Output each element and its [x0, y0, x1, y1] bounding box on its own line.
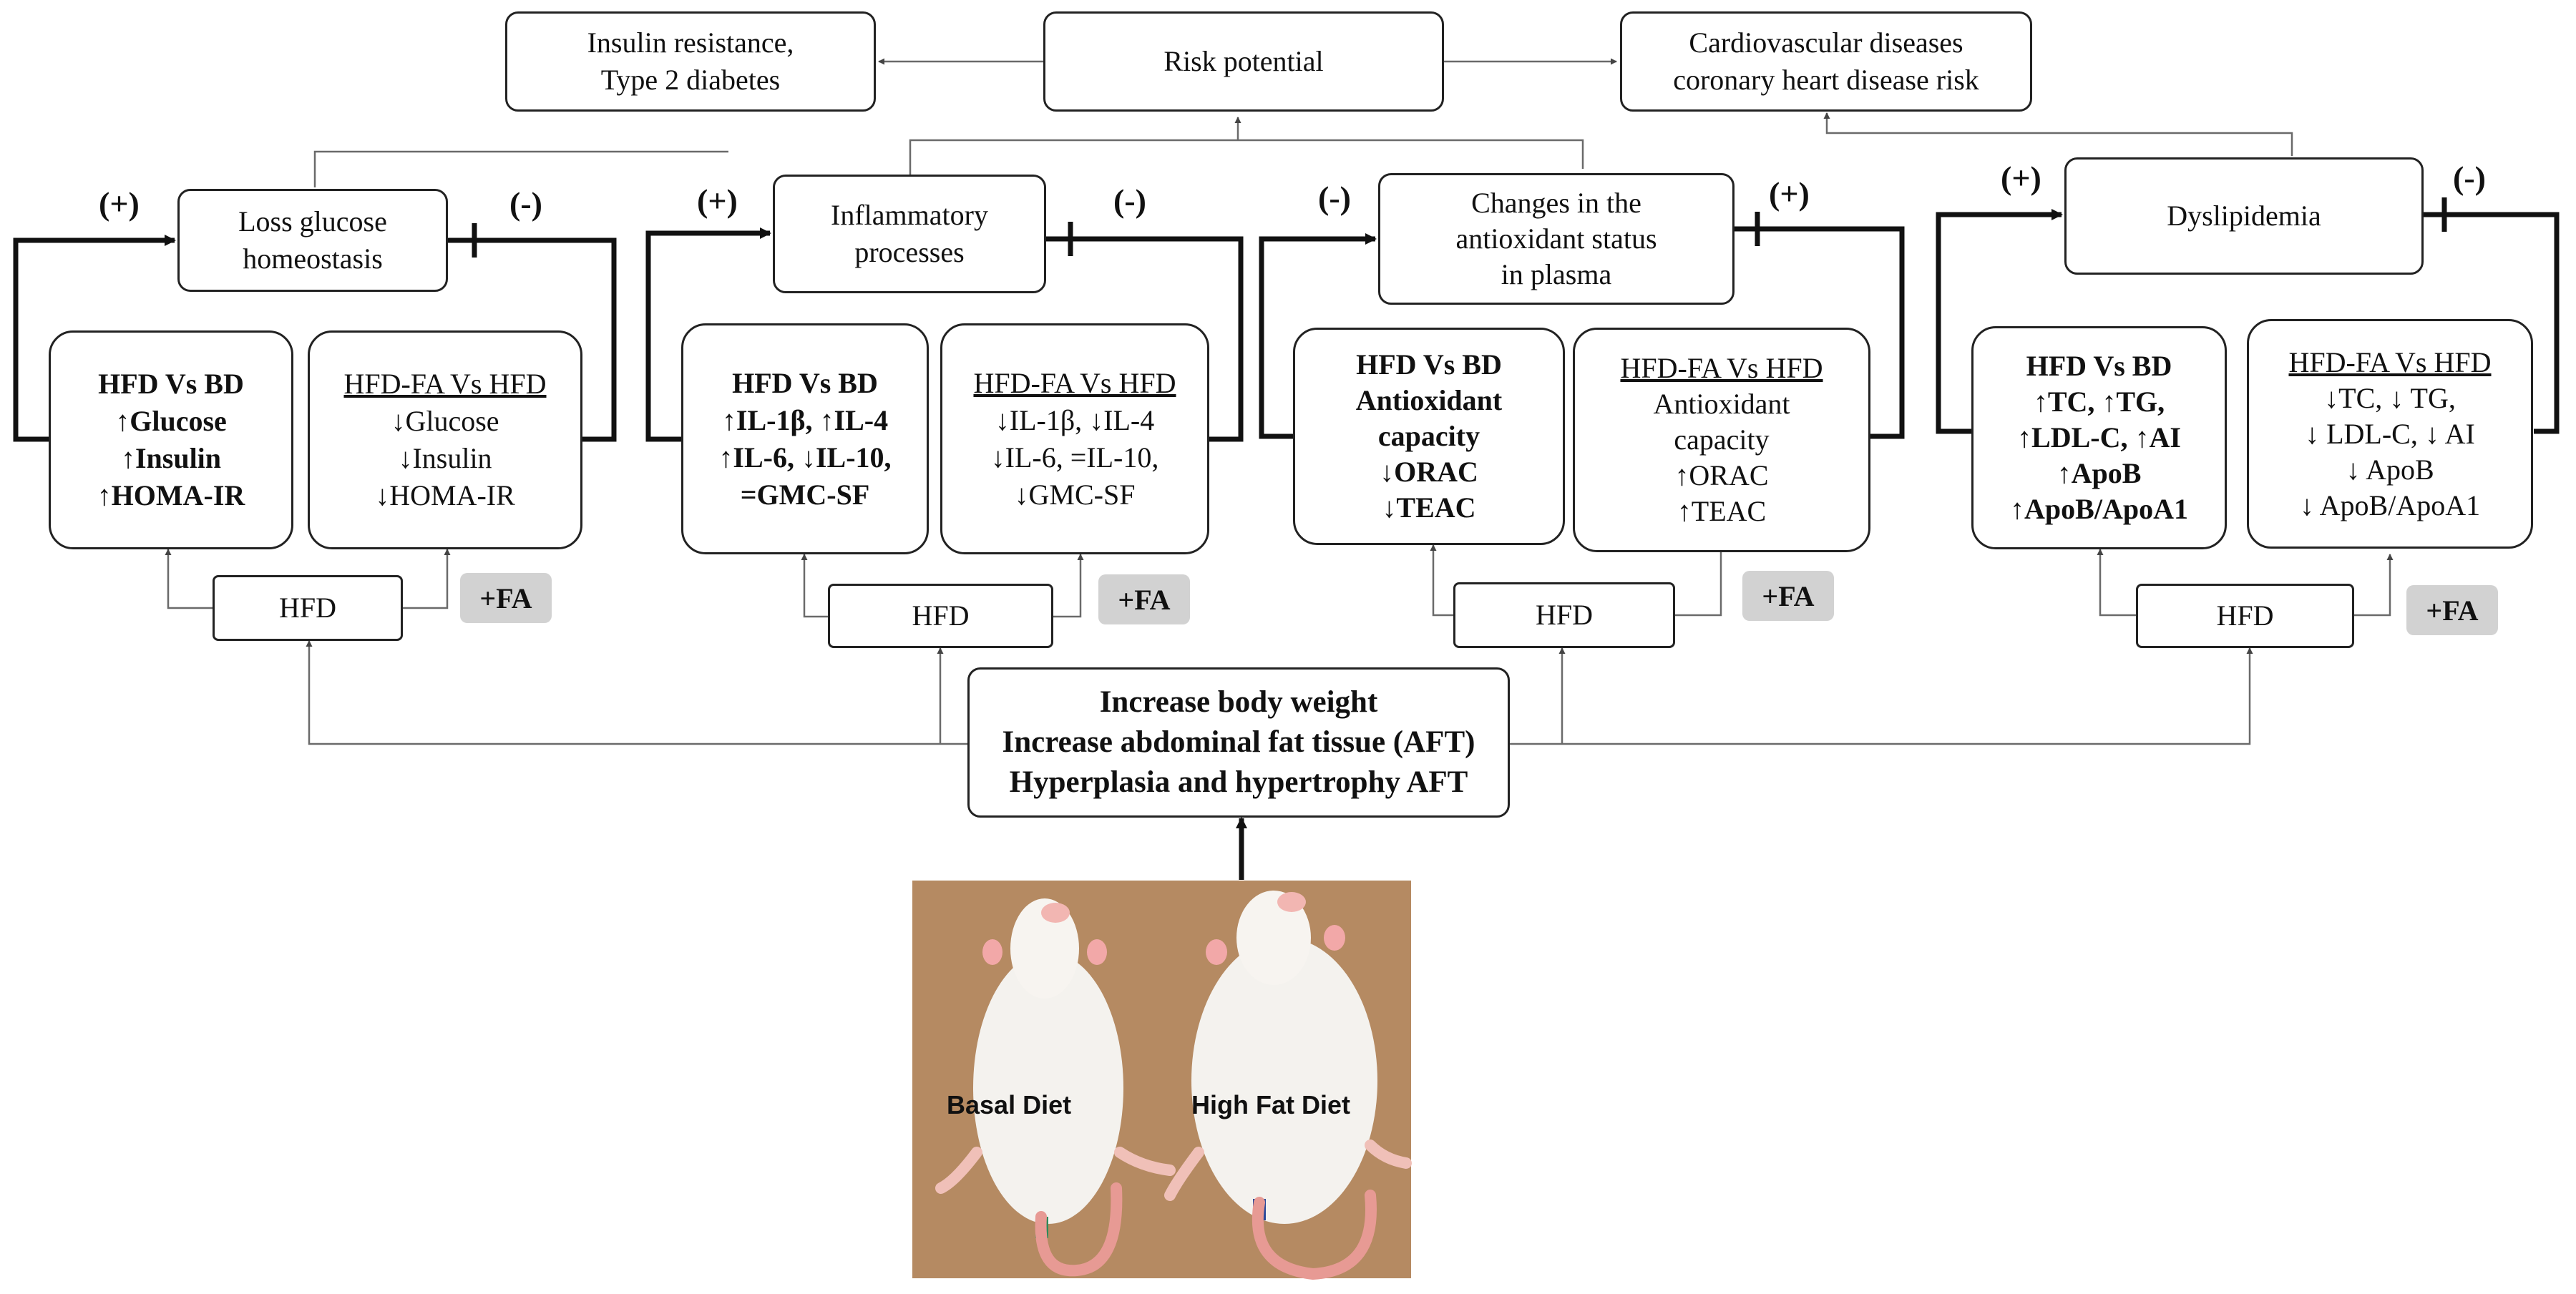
panel-2-title-line-1: Inflammatory: [831, 199, 988, 231]
risk-connectors: [313, 58, 2293, 187]
panel-3-title-line-3: in plasma: [1501, 258, 1612, 290]
panel-4-title-line-1: Dyslipidemia: [2167, 200, 2321, 232]
panel-3-hfd-vs-bd-line-1: Antioxidant: [1355, 384, 1503, 416]
panel-1-fa-vs-hfd-line-2: ↓Insulin: [398, 442, 492, 474]
risk-right-line-2: coronary heart disease risk: [1673, 64, 1979, 96]
panel-1-hfd-vs-bd-box: HFD Vs BD ↑Glucose ↑Insulin ↑HOMA-IR: [49, 330, 293, 549]
panel-3-title-box: Changes in the antioxidant status in pla…: [1378, 173, 1735, 305]
panel-4-fa-badge: +FA: [2406, 585, 2498, 635]
panel-4-title-box: Dyslipidemia: [2064, 157, 2424, 275]
feedback-loops: [13, 197, 2560, 442]
panel-4-hfd-vs-bd-line-3: ↑ApoB: [2057, 457, 2142, 489]
central-connectors: [306, 640, 2253, 745]
rat-photo: Basal Diet High Fat Diet: [912, 881, 1411, 1278]
panel-4-fa-vs-hfd-line-3: ↓ ApoB: [2346, 453, 2434, 486]
panel-1-fa-vs-hfd-line-1: ↓Glucose: [391, 405, 499, 437]
panel-4-hfd-vs-bd-line-2: ↑LDL-C, ↑AI: [2017, 421, 2181, 454]
panel-4-hfd-vs-bd-line-4: ↑ApoB/ApoA1: [2010, 493, 2188, 525]
panel-2-fa-vs-hfd-line-2: ↓IL-6, =IL-10,: [990, 441, 1159, 474]
panel-2-fa-vs-hfd-line-3: ↓GMC-SF: [1014, 478, 1136, 511]
panel-3-hfd-vs-bd-line-4: ↓TEAC: [1382, 491, 1476, 524]
risk-left-line-2: Type 2 diabetes: [600, 64, 781, 96]
panel-1-title-line-2: homeostasis: [243, 242, 383, 275]
panel-1-fa-vs-hfd-header: HFD-FA Vs HFD: [343, 368, 547, 400]
central-line-2: Increase abdominal fat tissue (AFT): [1002, 725, 1475, 760]
central-effects-box: Increase body weight Increase abdominal …: [967, 667, 1510, 818]
panel-3-fa-vs-hfd-line-1: Antioxidant: [1653, 388, 1790, 420]
panel-4-fa-vs-hfd-line-1: ↓TC, ↓ TG,: [2324, 381, 2456, 414]
panel-4-hfd-box: HFD: [2136, 584, 2354, 648]
panel-3-fa-vs-hfd-line-4: ↑TEAC: [1677, 495, 1767, 527]
panel-2-hfd-vs-bd-header: HFD Vs BD: [732, 366, 878, 399]
panel-4-fa-vs-hfd-line-2: ↓ LDL-C, ↓ AI: [2305, 417, 2475, 450]
panel-4-fa-vs-hfd-header: HFD-FA Vs HFD: [2288, 345, 2492, 378]
risk-center-label: Risk potential: [1163, 45, 1324, 77]
panel-1-right-sign: (-): [509, 185, 542, 222]
panel-3-hfd-vs-bd-box: HFD Vs BD Antioxidant capacity ↓ORAC ↓TE…: [1293, 328, 1565, 545]
panel-2-fa-vs-hfd-line-1: ↓IL-1β, ↓IL-4: [995, 403, 1155, 436]
panel-3-hfd-vs-bd-header: HFD Vs BD: [1356, 348, 1502, 381]
risk-right-box: Cardiovascular diseases coronary heart d…: [1620, 11, 2032, 112]
panel-4-hfd-label: HFD: [2216, 599, 2274, 632]
panel-2-hfd-vs-bd-box: HFD Vs BD ↑IL-1β, ↑IL-4 ↑IL-6, ↓IL-10, =…: [681, 323, 929, 554]
panel-1-hfd-vs-bd-line-2: ↑Insulin: [120, 442, 222, 474]
panel-3-fa-vs-hfd-box: HFD-FA Vs HFD Antioxidant capacity ↑ORAC…: [1573, 328, 1870, 552]
central-line-3: Hyperplasia and hypertrophy AFT: [1009, 765, 1468, 799]
panel-2-hfd-box: HFD: [828, 584, 1053, 648]
panel-3-fa-vs-hfd-line-3: ↑ORAC: [1674, 459, 1769, 491]
photo-label-basal-diet: Basal Diet: [947, 1090, 1072, 1119]
panel-1-title-line-1: Loss glucose: [238, 205, 387, 237]
panel-1-left-sign: (+): [99, 185, 140, 222]
panel-2-hfd-vs-bd-line-2: ↑IL-6, ↓IL-10,: [718, 441, 892, 474]
panel-2-fa-vs-hfd-header: HFD-FA Vs HFD: [973, 366, 1176, 399]
panel-2-hfd-label: HFD: [912, 599, 970, 632]
panel-4-right-sign: (-): [2453, 160, 2486, 196]
panel-1-fa-vs-hfd-line-3: ↓HOMA-IR: [375, 479, 515, 511]
panel-4-fa-vs-hfd-line-4: ↓ ApoB/ApoA1: [2299, 489, 2481, 521]
panel-3-hfd-label: HFD: [1535, 599, 1594, 631]
central-line-1: Increase body weight: [1099, 685, 1378, 720]
panel-1-hfd-vs-bd-header: HFD Vs BD: [98, 368, 244, 400]
panel-2-left-sign: (+): [697, 182, 738, 219]
panel-3-title-line-1: Changes in the: [1471, 187, 1641, 219]
rat-photo-art: [912, 881, 1412, 1280]
panel-3-left-sign: (-): [1318, 180, 1351, 216]
panel-2-right-sign: (-): [1113, 182, 1146, 219]
panel-3-hfd-vs-bd-line-3: ↓ORAC: [1380, 456, 1478, 488]
panel-3-fa-badge: +FA: [1742, 571, 1834, 621]
panel-3-right-sign: (+): [1769, 175, 1810, 212]
panel-2-title-box: Inflammatory processes: [773, 175, 1046, 293]
panel-2-hfd-vs-bd-line-3: =GMC-SF: [740, 478, 870, 511]
panel-4-left-sign: (+): [2001, 160, 2041, 196]
panel-1-fa-badge: +FA: [460, 573, 552, 623]
panel-2-title-line-2: processes: [854, 236, 965, 268]
panel-3-hfd-vs-bd-line-2: capacity: [1377, 420, 1480, 452]
panel-1-fa-vs-hfd-box: HFD-FA Vs HFD ↓Glucose ↓Insulin ↓HOMA-IR: [308, 330, 582, 549]
hfd-connectors: [165, 544, 2394, 618]
photo-label-high-fat-diet: High Fat Diet: [1191, 1090, 1350, 1119]
panel-3-title-line-2: antioxidant status: [1455, 222, 1657, 255]
panel-1-hfd-label: HFD: [278, 592, 337, 624]
panel-3-hfd-box: HFD: [1453, 582, 1675, 648]
risk-center-box: Risk potential: [1043, 11, 1444, 112]
risk-left-line-1: Insulin resistance,: [587, 26, 794, 59]
risk-left-box: Insulin resistance, Type 2 diabetes: [505, 11, 876, 112]
panel-3-fa-vs-hfd-header: HFD-FA Vs HFD: [1620, 352, 1823, 384]
panel-1-title-box: Loss glucose homeostasis: [177, 189, 448, 292]
panel-1-hfd-vs-bd-line-3: ↑HOMA-IR: [97, 479, 245, 511]
panel-4-hfd-vs-bd-line-1: ↑TC, ↑TG,: [2033, 386, 2165, 418]
panel-3-fa-vs-hfd-line-2: capacity: [1674, 423, 1770, 456]
panel-1-hfd-vs-bd-line-1: ↑Glucose: [115, 405, 227, 437]
panel-2-fa-badge: +FA: [1098, 574, 1190, 624]
panel-2-hfd-vs-bd-line-1: ↑IL-1β, ↑IL-4: [721, 403, 889, 436]
panel-4-hfd-vs-bd-box: HFD Vs BD ↑TC, ↑TG, ↑LDL-C, ↑AI ↑ApoB ↑A…: [1971, 326, 2227, 549]
panel-4-hfd-vs-bd-header: HFD Vs BD: [2026, 350, 2172, 382]
risk-right-line-1: Cardiovascular diseases: [1689, 26, 1963, 59]
panel-1-hfd-box: HFD: [213, 575, 403, 641]
panel-2-fa-vs-hfd-box: HFD-FA Vs HFD ↓IL-1β, ↓IL-4 ↓IL-6, =IL-1…: [940, 323, 1209, 554]
panel-4-fa-vs-hfd-box: HFD-FA Vs HFD ↓TC, ↓ TG, ↓ LDL-C, ↓ AI ↓…: [2247, 319, 2533, 549]
